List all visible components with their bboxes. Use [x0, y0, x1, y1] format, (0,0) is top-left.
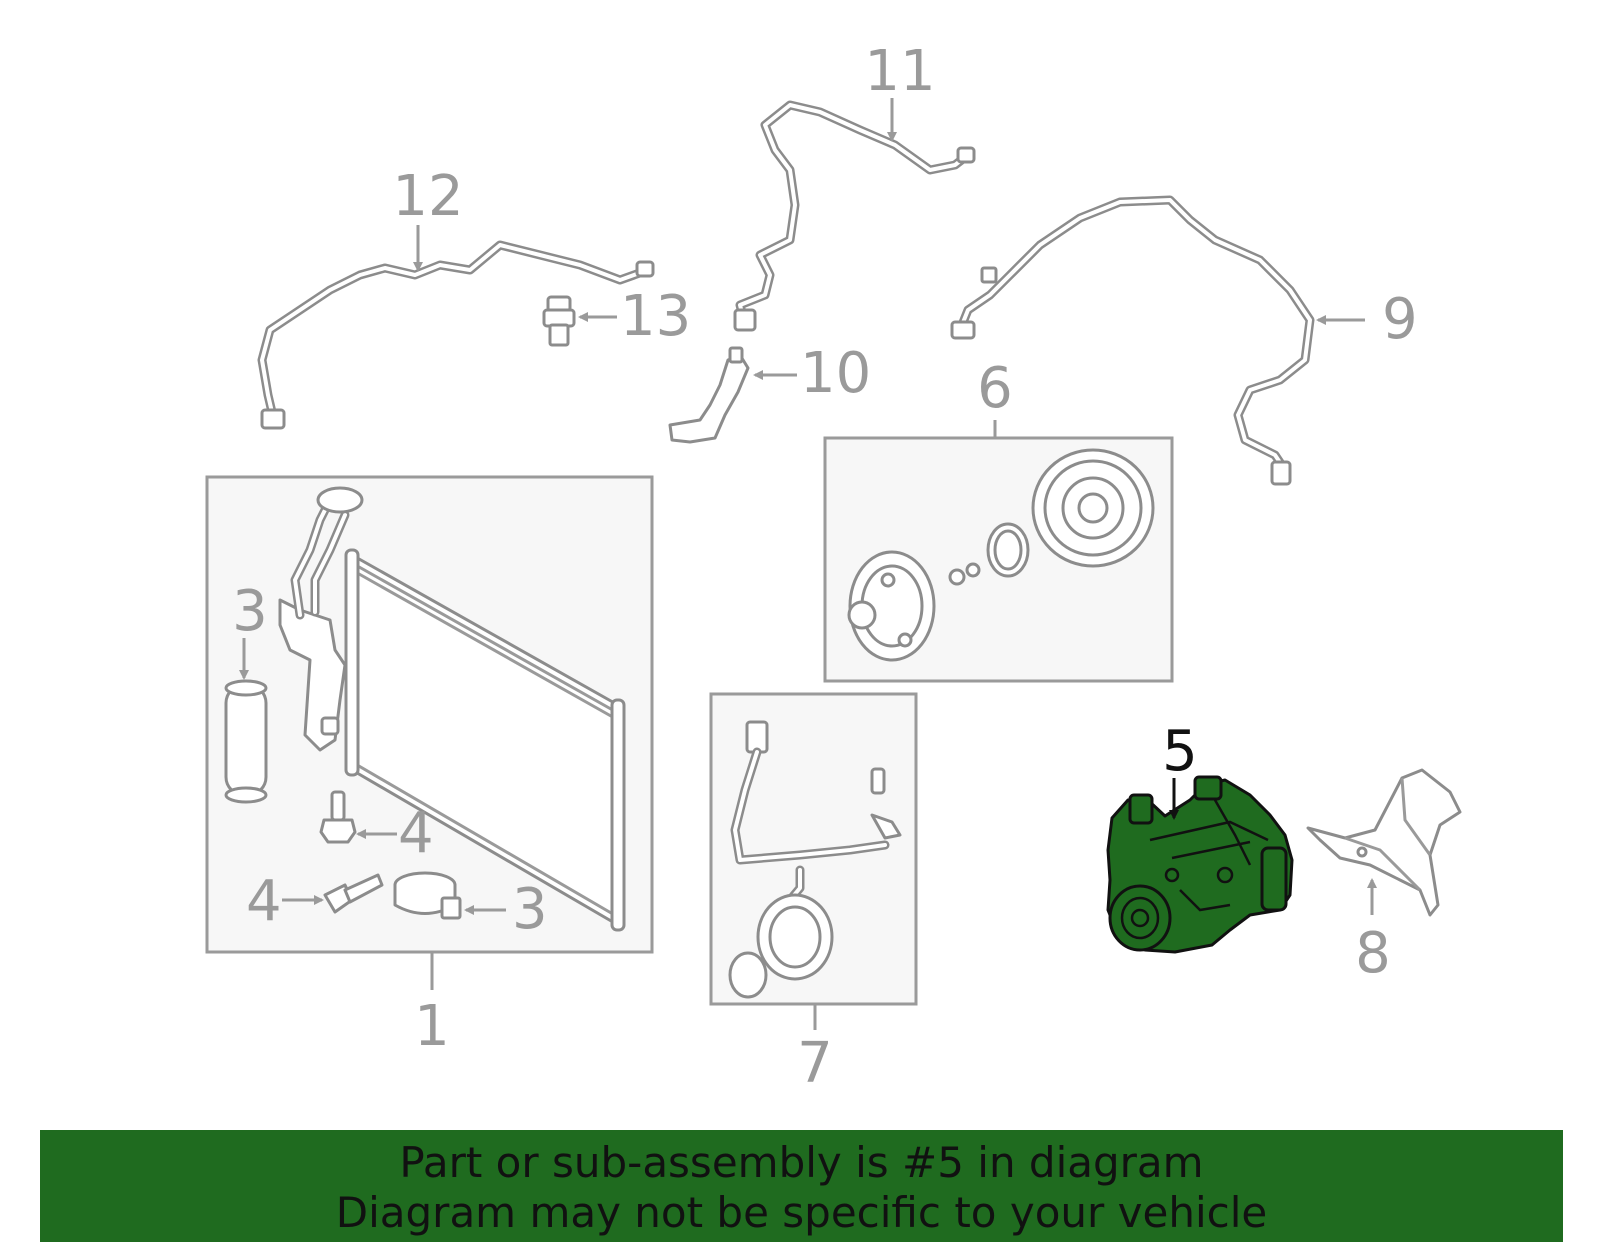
part-2-receiver-drier[interactable] [224, 679, 268, 804]
part-5-compressor[interactable] [1106, 775, 1294, 954]
part-11-suction-line[interactable] [733, 100, 976, 332]
callout-8: 8 [1355, 921, 1391, 986]
callout-2: 3 [232, 579, 268, 644]
part-4-bolt-lower[interactable] [323, 873, 384, 914]
callout-7: 7 [797, 1031, 833, 1096]
part-1-condenser[interactable] [278, 486, 626, 932]
banner-line-1: Part or sub-assembly is #5 in diagram [399, 1138, 1204, 1187]
callout-9: 9 [1382, 287, 1418, 352]
part-10-bracket[interactable] [668, 346, 750, 444]
part-12-ac-line[interactable] [257, 240, 655, 430]
callout-4b: 4 [246, 869, 282, 934]
info-banner: Part or sub-assembly is #5 in diagram Di… [40, 1130, 1563, 1242]
callout-11: 11 [864, 39, 935, 104]
part-6-pulley-clutch[interactable] [847, 448, 1155, 662]
part-7-field-coil[interactable] [728, 720, 902, 999]
banner-line-2: Diagram may not be specific to your vehi… [335, 1188, 1268, 1237]
callout-13: 13 [620, 284, 691, 349]
callout-12: 12 [392, 164, 463, 229]
part-4-bolt-upper[interactable] [319, 790, 357, 844]
callout-1: 1 [414, 994, 450, 1059]
part-8-heat-shield[interactable] [1306, 768, 1462, 917]
part-9-discharge-line[interactable] [950, 195, 1315, 486]
callout-10: 10 [800, 341, 871, 406]
callout-3: 3 [512, 877, 548, 942]
part-13-pressure-switch[interactable] [542, 295, 576, 347]
part-3-clamp[interactable] [393, 871, 462, 920]
callout-5: 5 [1162, 719, 1198, 784]
callout-6: 6 [977, 356, 1013, 421]
callout-4a: 4 [398, 801, 434, 866]
